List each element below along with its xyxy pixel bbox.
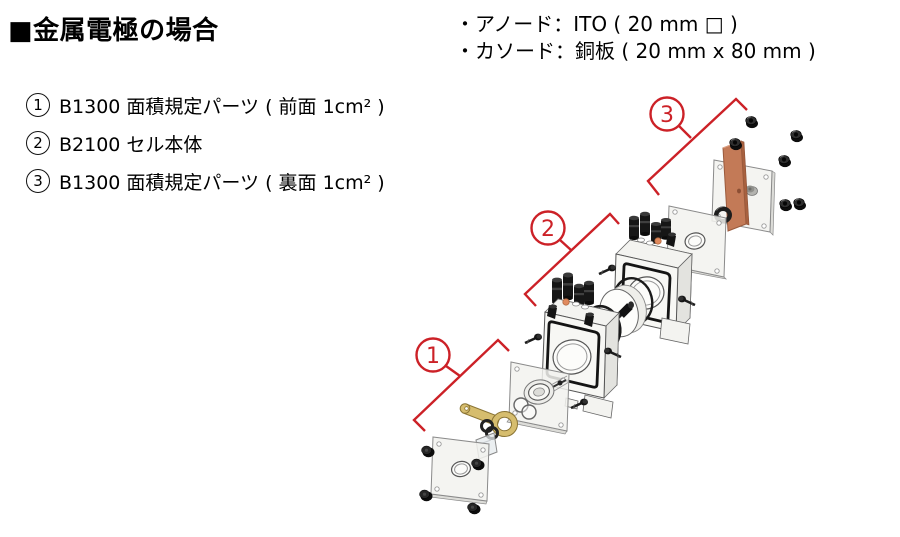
legend-number-1-badge: 1 xyxy=(26,93,50,117)
callout-brackets xyxy=(412,96,748,432)
orange-port xyxy=(654,237,662,245)
center-nut xyxy=(745,185,758,196)
legend-label-2: B2100 セル本体 xyxy=(59,133,203,156)
anode-spec: ・アノード：ITO ( 20 mm □ ) xyxy=(455,12,738,36)
callout-numbers: 1 2 3 xyxy=(426,103,674,369)
callout-1-leader xyxy=(445,365,461,377)
tube-cap xyxy=(584,280,594,305)
callout-2-circle xyxy=(530,210,566,246)
corner-screw xyxy=(467,502,481,515)
callout-1-circle xyxy=(415,337,451,373)
hex-nut xyxy=(793,197,807,211)
callout-1-bracket xyxy=(412,338,510,432)
hex-nut xyxy=(790,129,804,143)
front-plate xyxy=(429,436,490,505)
legend-item-1: 1 B1300 面積規定パーツ ( 前面 1cm² ) xyxy=(26,93,385,118)
orange-port xyxy=(562,298,570,306)
legend-label-3: B1300 面積規定パーツ ( 裏面 1cm² ) xyxy=(59,171,385,194)
legend-item-2: 2 B2100 セル本体 xyxy=(26,131,385,156)
side-cap xyxy=(547,304,557,319)
hex-nut xyxy=(779,198,793,212)
legend-item-3: 3 B1300 面積規定パーツ ( 裏面 1cm² ) xyxy=(26,169,385,194)
parts-legend: 1 B1300 面積規定パーツ ( 前面 1cm² ) 2 B2100 セル本体… xyxy=(26,93,385,207)
hex-nut xyxy=(778,154,792,168)
tube-cap xyxy=(640,211,650,236)
cathode-spec: ・カソード：銅板 ( 20 mm x 80 mm ) xyxy=(455,39,816,63)
callout-2-leader xyxy=(559,239,572,251)
callout-2-number: 2 xyxy=(541,217,555,242)
hex-nut xyxy=(745,115,759,129)
copper-hole xyxy=(737,188,741,194)
callout-2-bracket xyxy=(523,212,620,307)
legend-number-3-badge: 3 xyxy=(26,169,50,193)
tube-cap xyxy=(563,272,573,301)
page-title: ■金属電極の場合 xyxy=(8,16,219,46)
callout-3-circle xyxy=(649,96,685,132)
hex-bolt xyxy=(523,332,544,346)
callout-3-number: 3 xyxy=(660,103,674,128)
hex-nut xyxy=(729,137,743,151)
electrode-info: ・アノード：ITO ( 20 mm □ ) ・カソード：銅板 ( 20 mm x… xyxy=(455,11,816,65)
legend-label-1: B1300 面積規定パーツ ( 前面 1cm² ) xyxy=(59,95,385,118)
tube-cap xyxy=(629,215,639,240)
corner-screw xyxy=(419,489,433,502)
side-cap xyxy=(666,232,676,247)
side-cap xyxy=(584,312,594,327)
callout-3-bracket xyxy=(646,97,748,196)
callout-3-leader xyxy=(678,125,692,139)
callout-1-number: 1 xyxy=(426,344,440,369)
legend-number-2-badge: 2 xyxy=(26,131,50,155)
area-plate-front xyxy=(506,361,570,435)
hex-bolt xyxy=(597,263,618,277)
